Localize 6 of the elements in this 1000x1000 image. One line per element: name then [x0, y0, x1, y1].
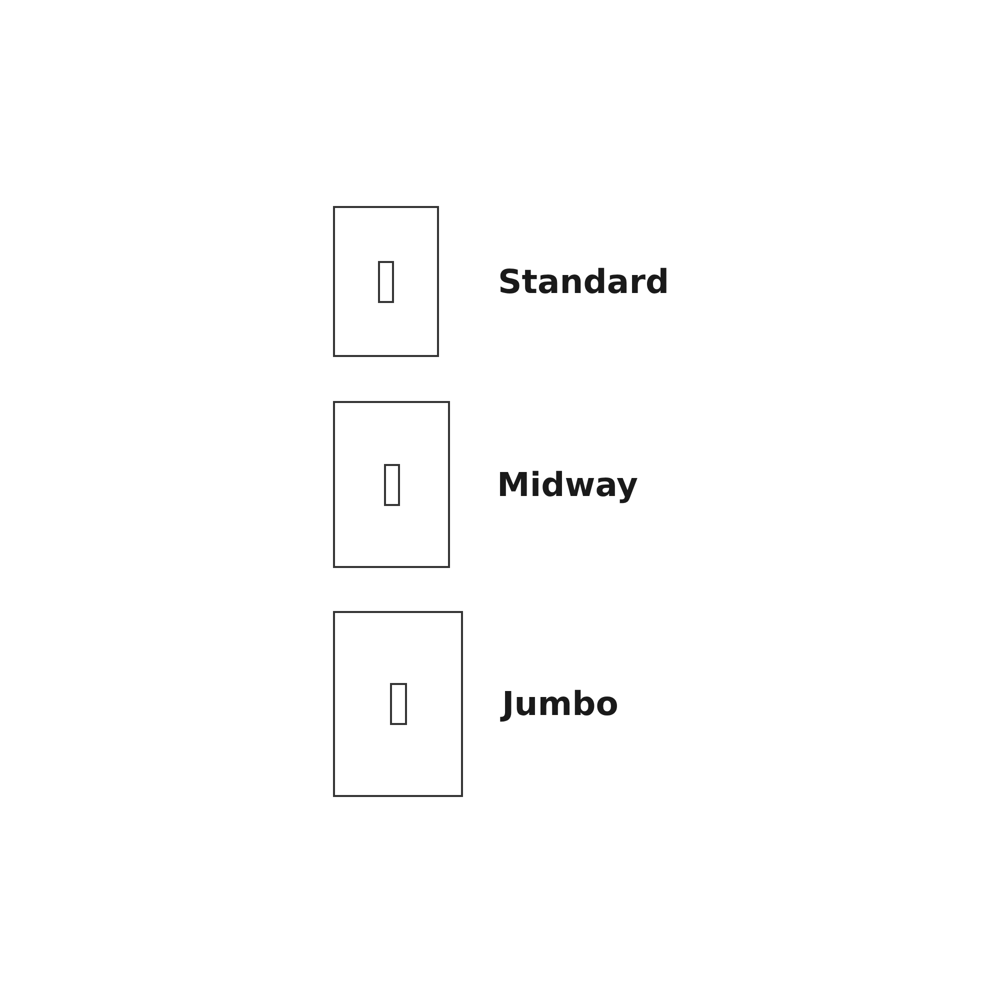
wall-plate — [333, 206, 439, 357]
size-label: Standard — [498, 262, 670, 302]
size-label: Jumbo — [502, 684, 618, 724]
wall-plate — [333, 611, 463, 797]
size-label: Midway — [497, 464, 638, 504]
wall-plate — [333, 401, 450, 568]
